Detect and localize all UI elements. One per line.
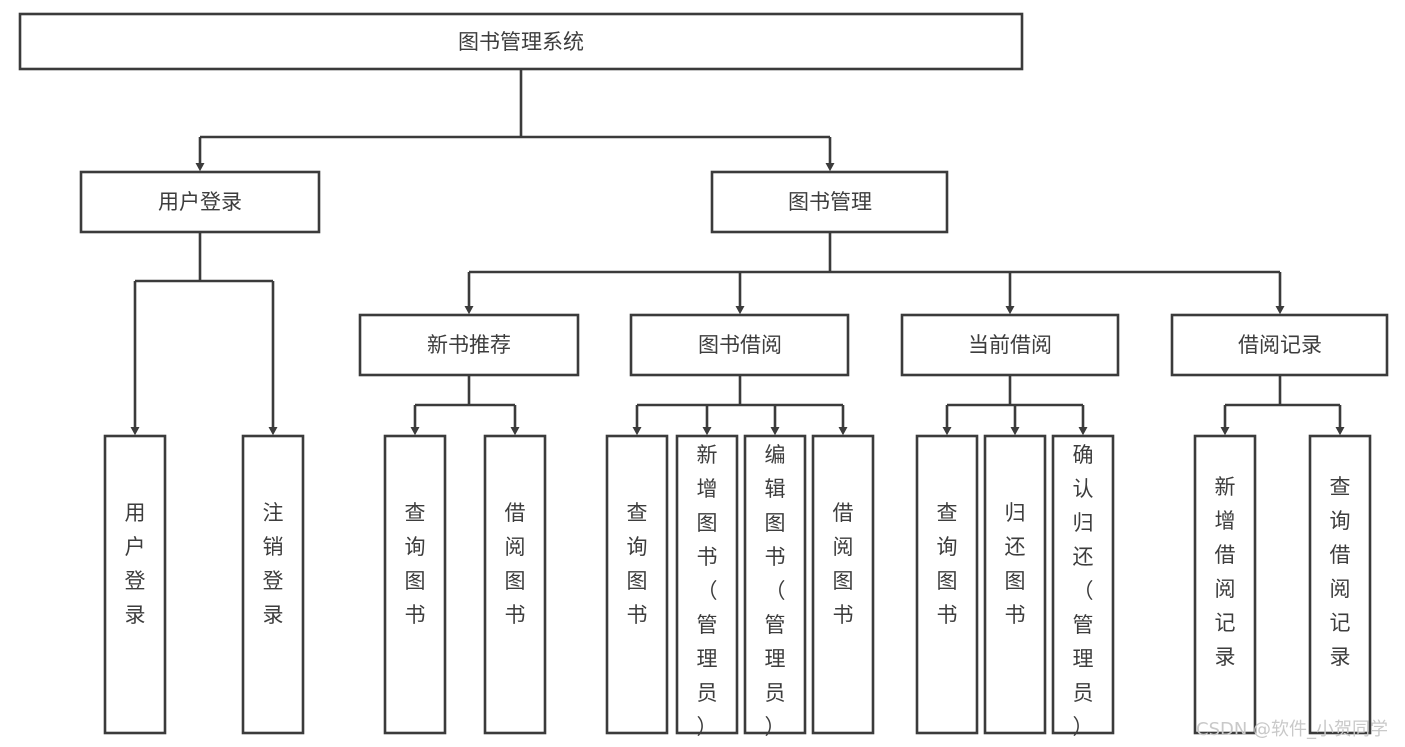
node-current-borrow-label: 当前借阅	[968, 333, 1052, 357]
node-leaf-edit-book[interactable]: 编辑图书（管理员）	[743, 434, 807, 739]
node-leaf-borrow-book-rec[interactable]: 借阅图书	[483, 434, 547, 735]
node-leaf-confirm-return-box[interactable]	[1051, 434, 1115, 735]
node-book-admin-label: 图书管理	[788, 190, 872, 214]
node-root[interactable]: 图书管理系统	[18, 12, 1024, 71]
node-user-login-label: 用户登录	[158, 190, 242, 214]
node-leaf-user-login[interactable]: 用户登录	[103, 434, 167, 735]
node-leaf-query-book-rec[interactable]: 查询图书	[383, 434, 447, 735]
node-book-admin[interactable]: 图书管理	[710, 170, 949, 234]
node-leaf-query-book-bb[interactable]: 查询图书	[605, 434, 669, 735]
node-leaf-user-logout-box[interactable]	[241, 434, 305, 735]
node-current-borrow[interactable]: 当前借阅	[900, 313, 1120, 377]
node-leaf-add-record[interactable]: 新增借阅记录	[1193, 434, 1257, 735]
node-leaf-borrow-book-bb-label: 借阅图书	[833, 501, 854, 627]
node-leaf-user-login-label: 用户登录	[125, 501, 146, 627]
node-book-borrow-label: 图书借阅	[698, 333, 782, 357]
node-leaf-edit-book-label: 编辑图书（管理员）	[765, 443, 786, 739]
node-new-book-rec-label: 新书推荐	[427, 333, 511, 357]
node-new-book-rec[interactable]: 新书推荐	[358, 313, 580, 377]
node-book-borrow-box[interactable]	[629, 313, 850, 377]
node-leaf-add-record-label: 新增借阅记录	[1215, 475, 1236, 669]
node-root-label: 图书管理系统	[458, 30, 584, 54]
node-root-box[interactable]	[18, 12, 1024, 71]
node-leaf-query-book-cb-label: 查询图书	[937, 501, 958, 627]
node-leaf-user-login-box[interactable]	[103, 434, 167, 735]
node-leaf-query-book-cb-box[interactable]	[915, 434, 979, 735]
node-leaf-confirm-return-label: 确认归还（管理员）	[1073, 443, 1094, 739]
node-leaf-add-book[interactable]: 新增图书（管理员）	[675, 434, 739, 739]
node-book-borrow[interactable]: 图书借阅	[629, 313, 850, 377]
node-borrow-record-label: 借阅记录	[1238, 333, 1322, 357]
node-leaf-borrow-book-rec-label: 借阅图书	[505, 501, 526, 627]
node-user-login-box[interactable]	[79, 170, 321, 234]
edges-layer	[130, 69, 1345, 436]
node-book-admin-box[interactable]	[710, 170, 949, 234]
node-leaf-query-book-bb-box[interactable]	[605, 434, 669, 735]
node-leaf-user-logout-label: 注销登录	[263, 501, 284, 627]
node-leaf-borrow-book-rec-box[interactable]	[483, 434, 547, 735]
node-leaf-user-logout[interactable]: 注销登录	[241, 434, 305, 735]
node-leaf-query-book-cb[interactable]: 查询图书	[915, 434, 979, 735]
node-leaf-borrow-book-bb[interactable]: 借阅图书	[811, 434, 875, 735]
watermark-label: CSDN @软件_小贺同学	[1196, 719, 1388, 740]
node-leaf-query-book-rec-box[interactable]	[383, 434, 447, 735]
node-leaf-add-record-box[interactable]	[1193, 434, 1257, 735]
node-leaf-query-record-label: 查询借阅记录	[1330, 475, 1351, 669]
node-leaf-return-book[interactable]: 归还图书	[983, 434, 1047, 735]
node-leaf-borrow-book-bb-box[interactable]	[811, 434, 875, 735]
node-leaf-add-book-label: 新增图书（管理员）	[697, 443, 718, 739]
node-leaf-add-book-box[interactable]	[675, 434, 739, 735]
node-leaf-confirm-return[interactable]: 确认归还（管理员）	[1051, 434, 1115, 739]
node-new-book-rec-box[interactable]	[358, 313, 580, 377]
node-leaf-query-book-rec-label: 查询图书	[405, 501, 426, 627]
node-user-login[interactable]: 用户登录	[79, 170, 321, 234]
node-leaf-edit-book-box[interactable]	[743, 434, 807, 735]
nodes-layer: 图书管理系统 用户登录 图书管理 新书推荐 图书借阅 当前借阅 借阅记录	[18, 12, 1389, 739]
node-borrow-record[interactable]: 借阅记录	[1170, 313, 1389, 377]
node-leaf-query-record-box[interactable]	[1308, 434, 1372, 735]
node-leaf-return-book-label: 归还图书	[1005, 501, 1026, 627]
node-current-borrow-box[interactable]	[900, 313, 1120, 377]
node-leaf-return-book-box[interactable]	[983, 434, 1047, 735]
node-leaf-query-book-bb-label: 查询图书	[627, 501, 648, 627]
node-borrow-record-box[interactable]	[1170, 313, 1389, 377]
node-leaf-query-record[interactable]: 查询借阅记录	[1308, 434, 1372, 735]
